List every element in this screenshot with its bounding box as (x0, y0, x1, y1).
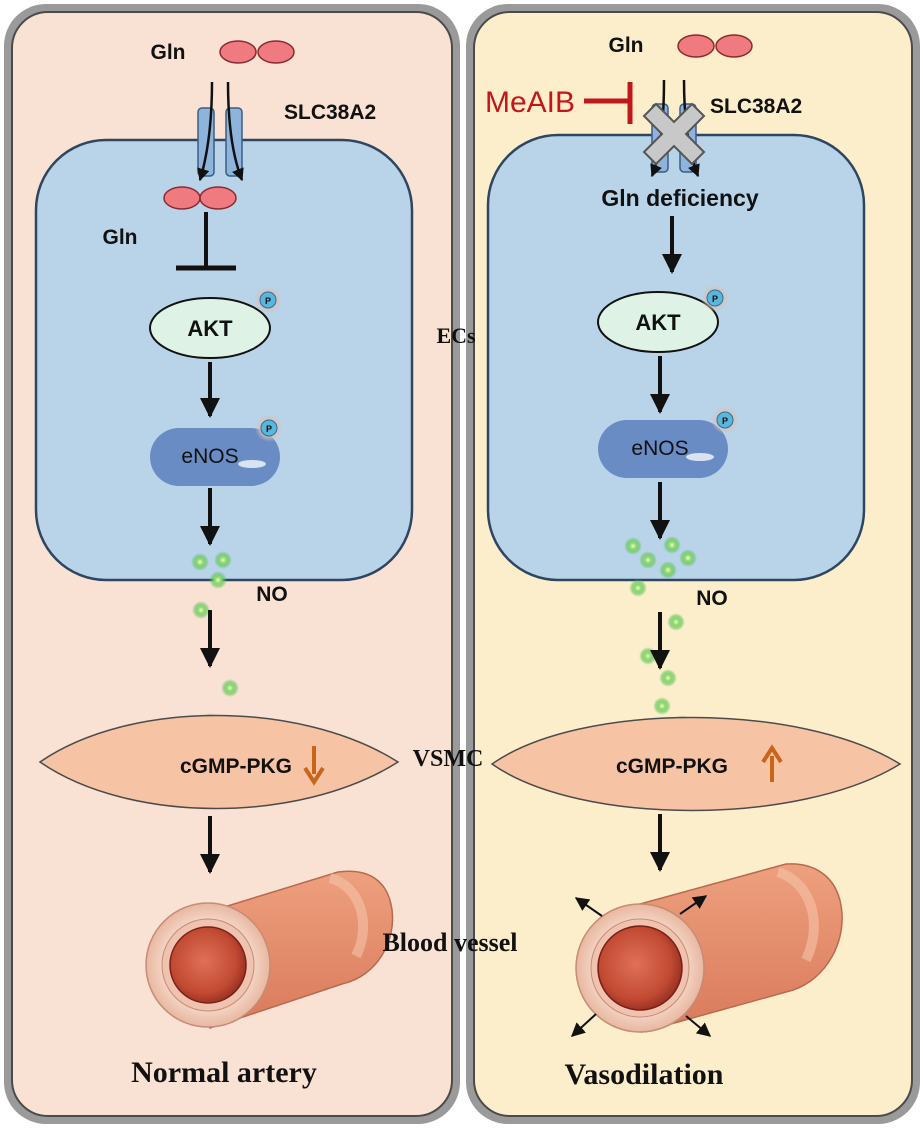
left-gln-outside-icon (219, 40, 295, 64)
left-vsmc-cell (38, 714, 400, 810)
right-cgmp-up-arrow-icon (761, 744, 783, 782)
left-outcome-label: Normal artery (131, 1056, 317, 1089)
left-enos-node (150, 428, 280, 486)
right-outcome-label: Vasodilation (565, 1058, 724, 1091)
left-cgmp-label: cGMP-PKG (180, 755, 292, 778)
left-cgmp-down-arrow-icon (303, 746, 325, 786)
left-slc38a2-transporter-icon (197, 81, 244, 182)
left-enos-highlight (238, 460, 266, 468)
right-enos-phospho-icon (711, 406, 739, 434)
left-no-label: NO (256, 583, 288, 606)
left-enos-phospho-label: P (266, 424, 272, 434)
blood-vessel-label: Blood vessel (382, 928, 517, 957)
left-enos-phospho-icon (255, 414, 283, 442)
left-gln-outside-label: Gln (151, 41, 186, 64)
right-cgmp-label: cGMP-PKG (616, 755, 728, 778)
ecs-label: ECs (436, 323, 476, 348)
left-gln-inhibits-akt-icon (176, 212, 236, 271)
right-vsmc-cell (490, 716, 902, 812)
left-akt-phospho-label: P (265, 296, 271, 306)
right-meaib-label: MeAIB (485, 86, 575, 119)
right-no-label: NO (696, 587, 728, 610)
left-akt-node (149, 297, 271, 359)
right-enos-highlight (686, 453, 714, 461)
left-enos-label: eNOS (181, 445, 238, 468)
left-akt-phospho-icon (254, 286, 282, 314)
right-dilation-arrows-icon (570, 895, 712, 1037)
right-enos-phospho-label: P (722, 416, 728, 426)
right-slc38a2-label: SLC38A2 (710, 95, 802, 118)
right-gln-deficiency-label: Gln deficiency (601, 185, 758, 211)
right-akt-node (597, 291, 719, 353)
right-meaib-inhibition-icon (584, 82, 633, 124)
left-akt-label: AKT (187, 316, 233, 341)
right-no-molecules-icon (624, 536, 697, 733)
right-enos-label: eNOS (631, 437, 688, 460)
right-enos-node (598, 420, 728, 478)
left-gln-inside-label: Gln (103, 226, 138, 249)
vsmc-label: VSMC (413, 746, 484, 772)
right-gln-outside-icon (677, 34, 753, 58)
right-akt-label: AKT (635, 310, 681, 335)
right-transporter-blocked-icon (642, 102, 706, 166)
right-akt-phospho-label: P (712, 294, 718, 304)
left-gln-inside-icon (163, 186, 237, 210)
right-akt-phospho-icon (701, 284, 729, 312)
left-slc38a2-label: SLC38A2 (284, 101, 376, 124)
left-blood-vessel-icon (145, 870, 394, 1030)
right-gln-outside-label: Gln (609, 34, 644, 57)
